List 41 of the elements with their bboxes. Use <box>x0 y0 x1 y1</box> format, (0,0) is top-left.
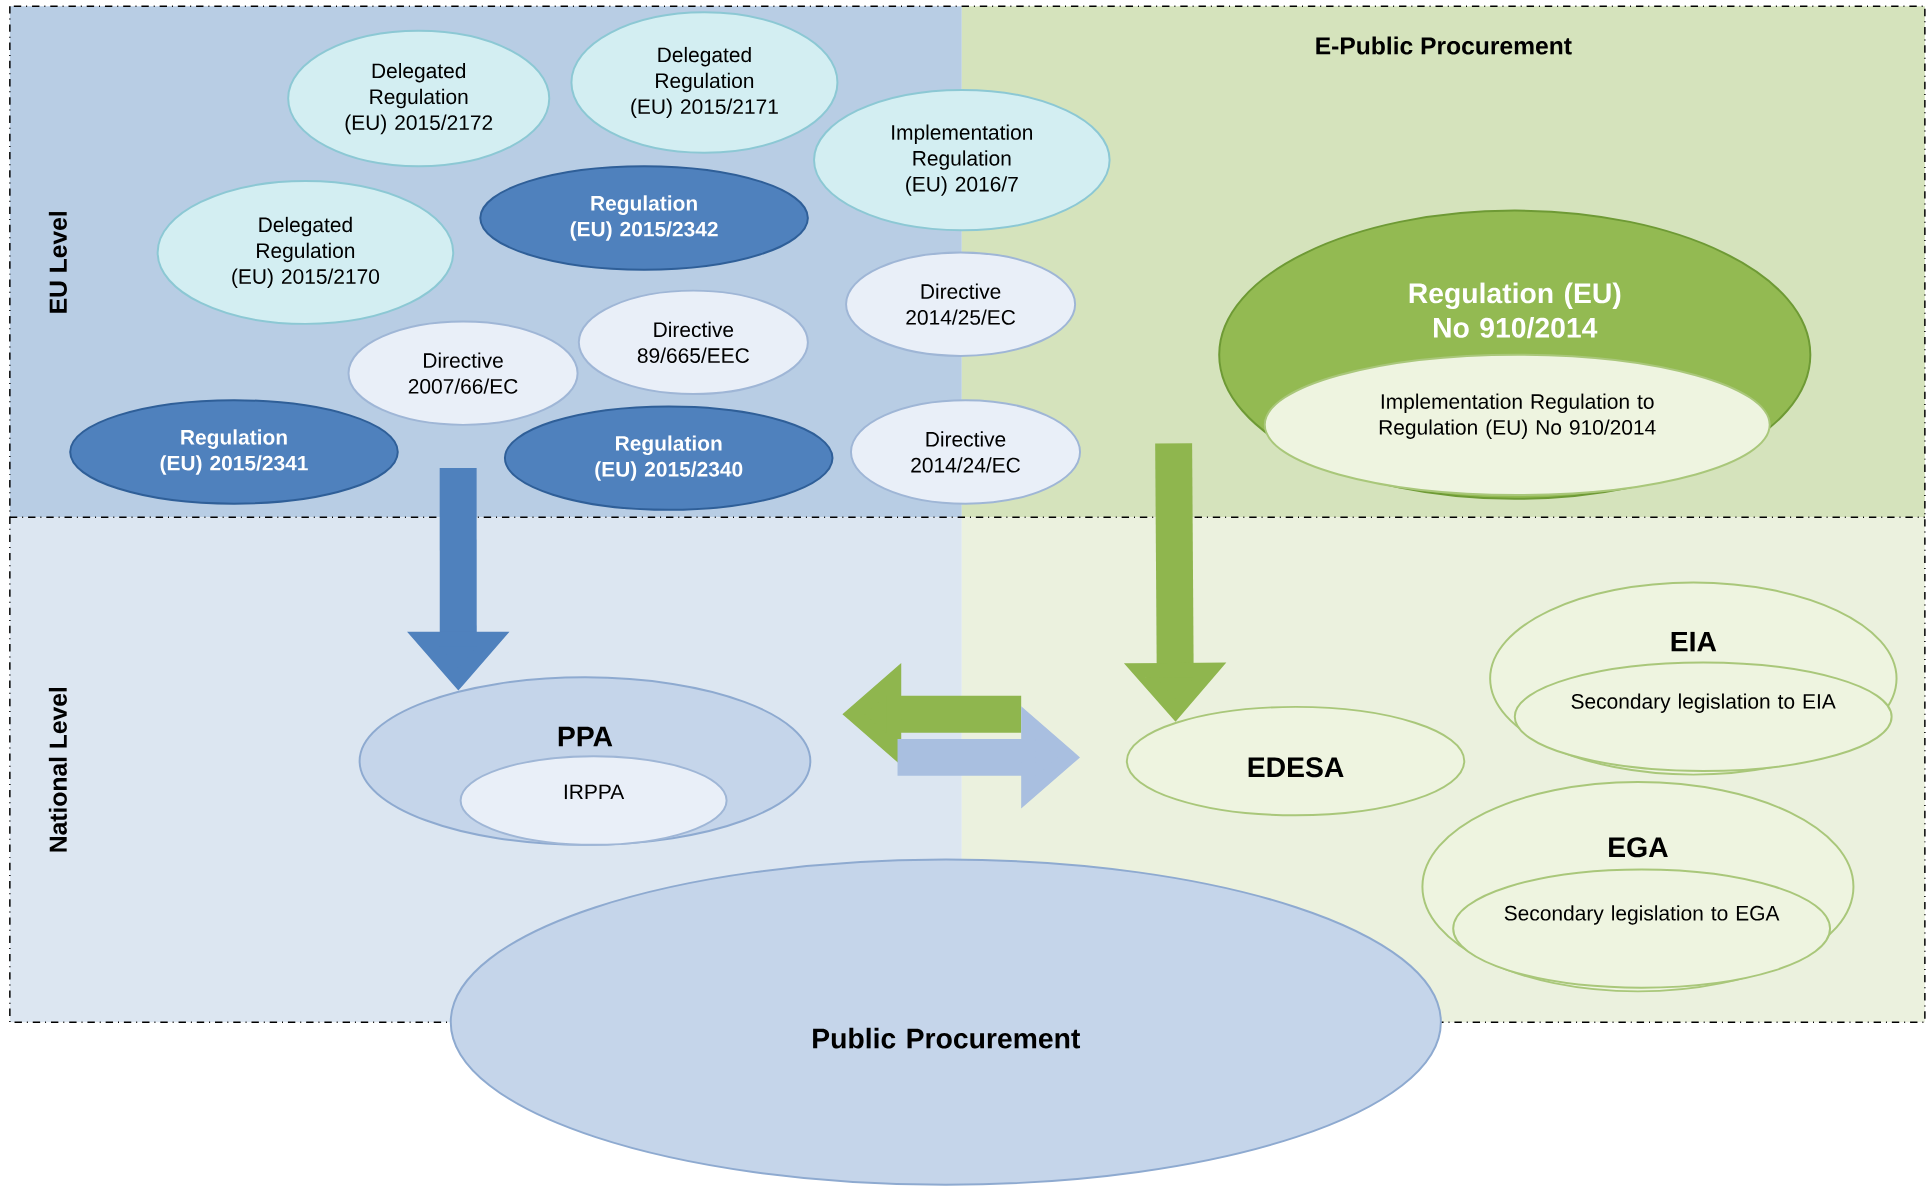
ellipse-text: Directive 2014/24/EC <box>911 431 1020 473</box>
ellipse-text: Delegated Regulation (EU) 2015/2172 <box>345 62 493 135</box>
level-label: EU Level <box>48 212 67 313</box>
ellipse-text: EDESA <box>1248 757 1344 778</box>
ellipse <box>479 165 809 271</box>
ellipse-text: EIA <box>1671 631 1717 652</box>
ellipse <box>845 251 1077 357</box>
ellipse <box>813 88 1111 232</box>
ellipse-text: Regulation (EU) 2015/2340 <box>595 435 743 481</box>
ellipse-text: Regulation (EU) No 910/2014 <box>1409 282 1621 339</box>
ellipse <box>347 320 579 426</box>
ellipse-text: PPA <box>558 726 613 747</box>
ellipse <box>570 11 839 154</box>
ellipse <box>287 29 551 168</box>
ellipse-text: Regulation (EU) 2015/2341 <box>160 429 308 475</box>
ellipse-text: Secondary legislation to EGA <box>1504 905 1780 925</box>
ellipse <box>850 399 1082 505</box>
ellipse <box>69 399 399 505</box>
ellipse-text: Public Procurement <box>813 1027 1080 1049</box>
ellipse-text: Implementation Regulation (EU) 2016/7 <box>892 124 1032 196</box>
ellipse-text: Directive 2007/66/EC <box>408 352 518 394</box>
level-label: National Level <box>48 688 67 852</box>
ellipse <box>1263 353 1771 497</box>
ellipse <box>1513 661 1893 772</box>
ellipse-text: EGA <box>1609 837 1668 858</box>
ellipse <box>459 755 728 846</box>
ellipse <box>503 405 834 511</box>
ellipse-text: Delegated Regulation (EU) 2015/2170 <box>232 216 380 289</box>
ellipse-text: Directive 89/665/EEC <box>637 321 749 363</box>
ellipse-text: Secondary legislation to EIA <box>1571 693 1836 713</box>
section-title: E-Public Procurement <box>1316 36 1572 55</box>
ellipse <box>156 180 455 325</box>
ellipse <box>1452 868 1832 989</box>
ellipse-text: Directive 2014/25/EC <box>906 283 1016 325</box>
ellipse <box>577 289 809 396</box>
ellipse-text: Regulation (EU) 2015/2342 <box>570 195 718 241</box>
ellipse-text: Delegated Regulation (EU) 2015/2171 <box>631 46 778 119</box>
ellipse-text: Implementation Regulation to Regulation (EU) No 910/2014 <box>1379 393 1656 439</box>
ellipse <box>1125 705 1466 817</box>
ellipse <box>449 858 1442 1186</box>
ellipse-text: IRPPA <box>564 784 625 800</box>
